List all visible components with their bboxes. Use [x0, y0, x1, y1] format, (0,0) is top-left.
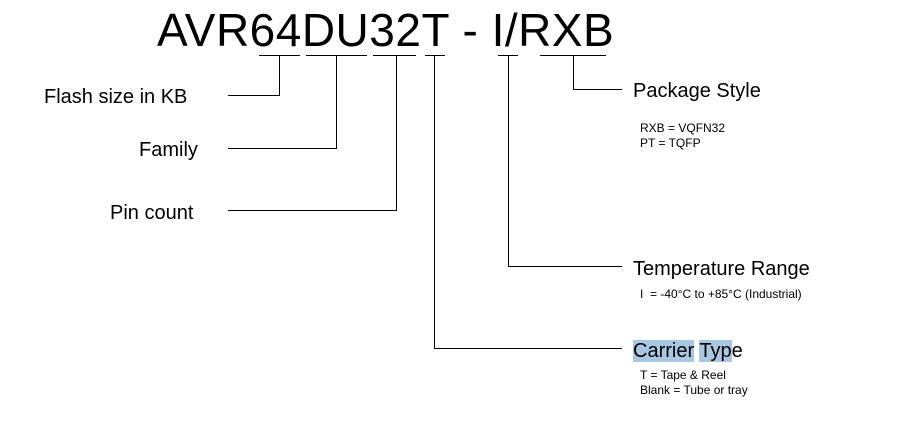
carrier-option-blank: Blank = Tube or tray — [640, 383, 748, 397]
carrier-title-tail: e — [731, 340, 743, 362]
leader-package — [573, 55, 622, 90]
leader-family — [228, 55, 337, 149]
leader-carrier — [434, 55, 622, 349]
package-option-rxb: RXB = VQFN32 — [640, 121, 726, 135]
package-option-pt: PT = TQFP — [640, 136, 701, 150]
leader-flash — [228, 55, 280, 96]
package-style-title: Package Style — [633, 80, 761, 102]
flash-size-label: Flash size in KB — [44, 86, 188, 108]
temperature-option-industrial: I = -40°C to +85°C (Industrial) — [640, 287, 802, 301]
carrier-title-highlight-1: Carrier — [633, 340, 695, 362]
pin-count-label: Pin count — [110, 202, 194, 224]
carrier-title-highlight-2: Typ — [699, 340, 732, 362]
carrier-type-title: Carrier Type — [633, 340, 743, 362]
leader-pincount — [228, 55, 397, 211]
leader-temperature — [508, 55, 622, 267]
part-number: AVR64DU32T - I/RXB — [157, 4, 615, 56]
carrier-option-tape: T = Tape & Reel — [640, 368, 726, 382]
temperature-range-title: Temperature Range — [633, 258, 810, 280]
family-label: Family — [139, 139, 198, 161]
